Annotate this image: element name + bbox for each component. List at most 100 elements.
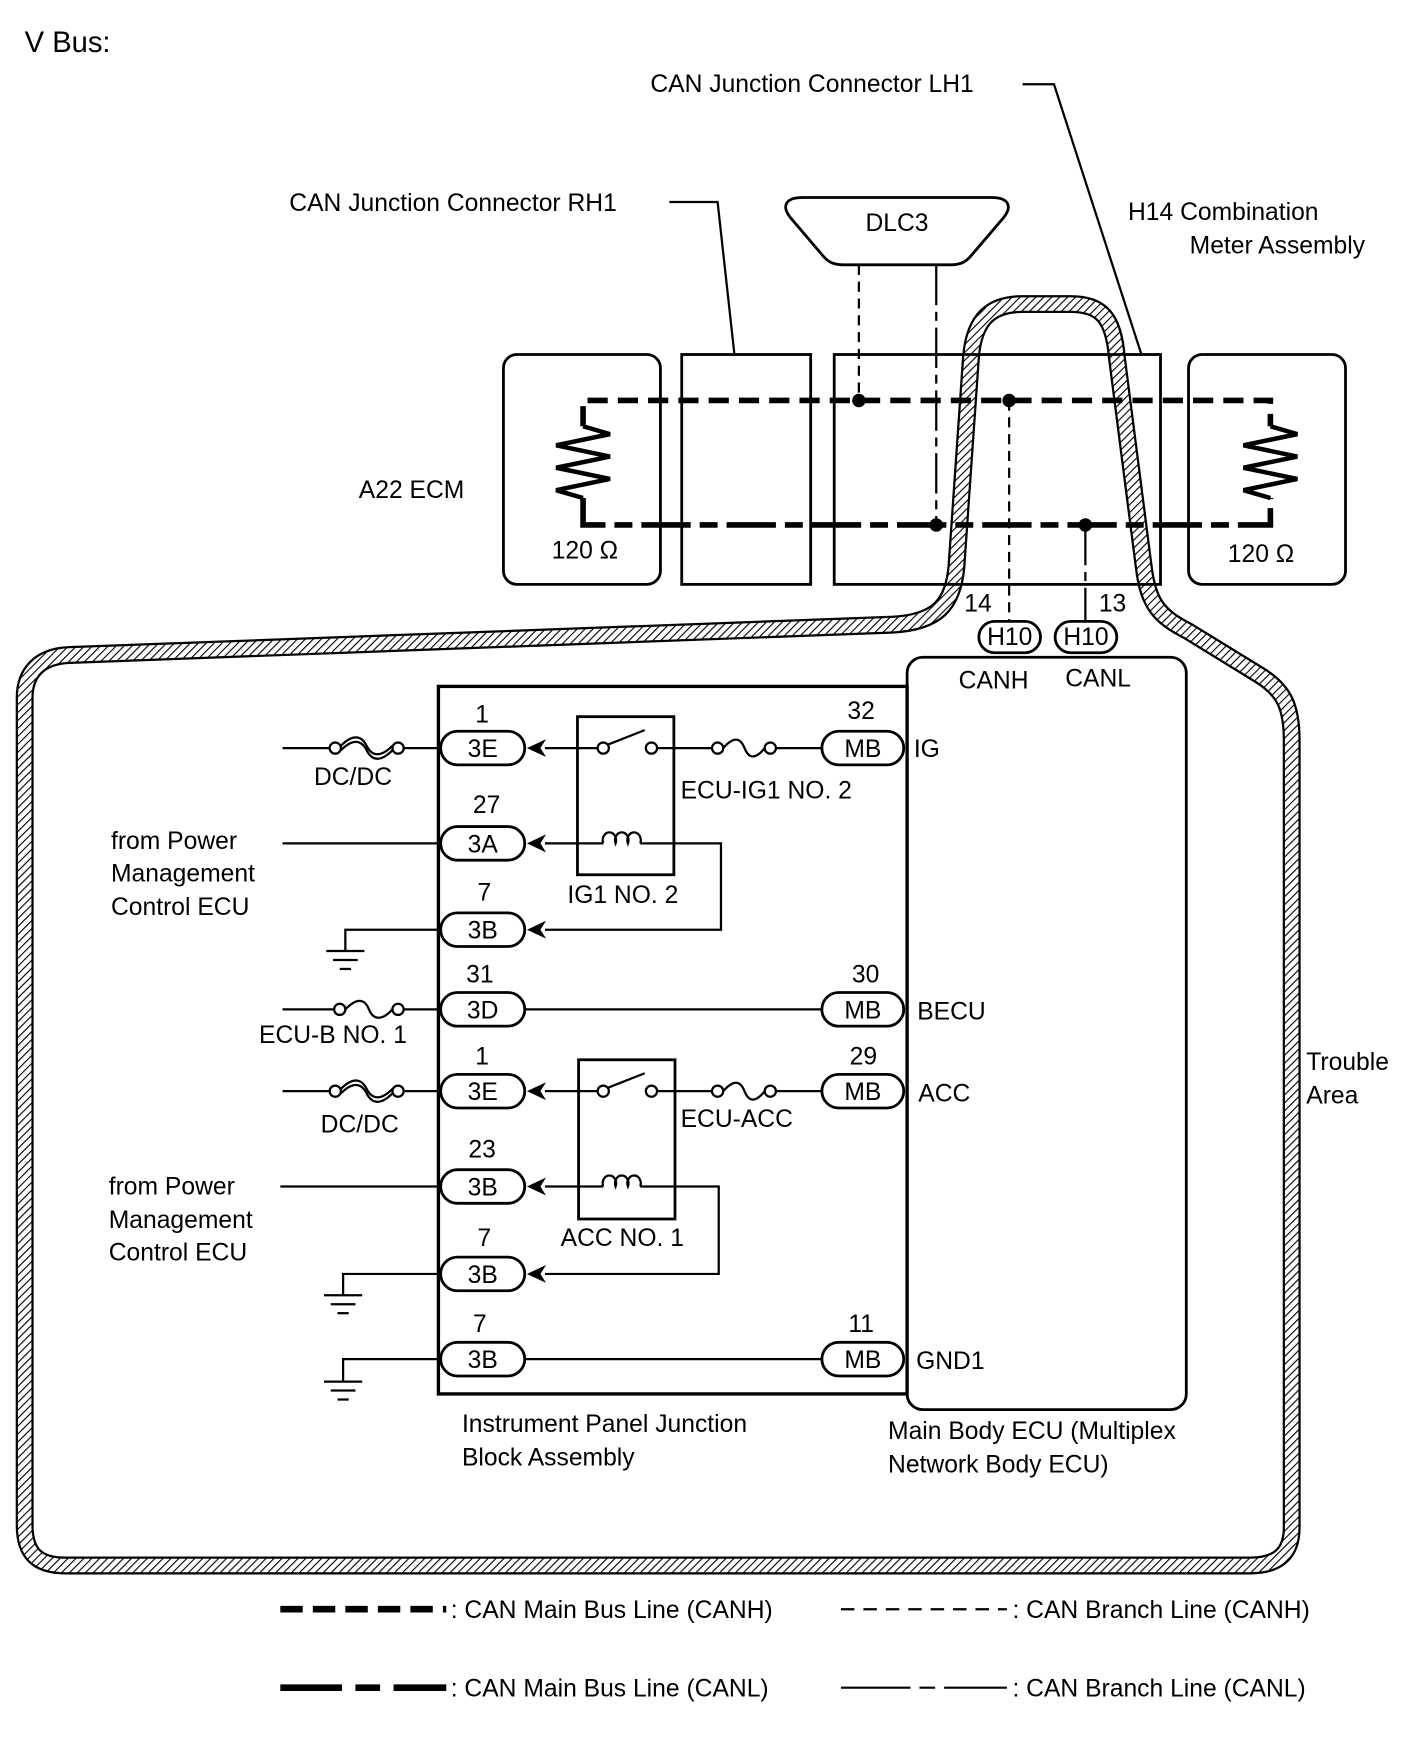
- combination-meter-label-line1: H14 Combination: [1128, 199, 1319, 226]
- circuit-ground-2: 7 3B: [324, 1225, 547, 1315]
- ecu-terminal-label: BECU: [917, 998, 986, 1025]
- legend-label-main-canh: : CAN Main Bus Line (CANH): [451, 1597, 773, 1624]
- legend-label-branch-canh: : CAN Branch Line (CANH): [1012, 1597, 1309, 1624]
- legend-label-main-canl: : CAN Main Bus Line (CANL): [451, 1676, 769, 1703]
- fuse-icon: [710, 738, 778, 758]
- jb-pin-number: 23: [468, 1136, 495, 1163]
- ground-icon: [324, 1380, 363, 1401]
- female-terminal-icon: [526, 1082, 547, 1101]
- wire: [544, 1185, 720, 1276]
- main-body-ecu-label-line1: Main Body ECU (Multiplex: [888, 1418, 1176, 1445]
- trouble-area-label-line1: Trouble: [1306, 1049, 1389, 1076]
- jb-pin-number: 1: [475, 701, 489, 728]
- trouble-area-hatching: [17, 297, 1299, 1573]
- junction-lh1-box: [832, 353, 1162, 586]
- legend-label-branch-canl: : CAN Branch Line (CANL): [1012, 1676, 1305, 1703]
- fuse-label: ECU-B NO. 1: [259, 1022, 407, 1049]
- resistor-icon: [1242, 424, 1298, 501]
- fusible-link-icon: [328, 1079, 405, 1103]
- canh-signal-label: CANH: [959, 668, 1029, 695]
- circuit-ig: DC/DC 1 3E ECU-IG1 NO. 2 32 MB IG: [282, 698, 940, 805]
- circuit-becu: ECU-B NO. 1 31 3D 30 MB BECU: [259, 961, 986, 1049]
- circuit-gnd1: 7 3B 11 MB GND1: [324, 1311, 985, 1401]
- canh-pin-number: 14: [964, 590, 991, 617]
- ground-icon: [326, 949, 365, 971]
- ground-icon: [324, 1294, 363, 1315]
- combination-meter-label-line2: Meter Assembly: [1190, 233, 1366, 260]
- can-main-bus-canh: [580, 397, 1274, 427]
- relay-switch-icon: [596, 1072, 659, 1098]
- circuit-acc-relay-coil: from Power Management Control ECU 23 3B: [109, 1136, 720, 1276]
- jb-connector-label: 3D: [467, 997, 499, 1024]
- dlc3-connector: DLC3: [784, 196, 1010, 267]
- fusible-link-icon: [328, 736, 405, 760]
- ecm-label: A22 ECM: [359, 477, 465, 504]
- fuse-icon: [710, 1081, 778, 1101]
- jb-connector-outline: [439, 1072, 527, 1110]
- ecu-terminal-label: ACC: [918, 1080, 970, 1107]
- ecu-pin-number: 32: [847, 698, 874, 725]
- canl-connector-label: H10: [1063, 624, 1108, 651]
- splice-dot: [1002, 393, 1016, 408]
- wire: [344, 928, 441, 952]
- jb-pin-number: 1: [475, 1043, 489, 1070]
- source-label: DC/DC: [321, 1112, 399, 1139]
- main-body-ecu-box: [905, 655, 1188, 1412]
- page-title: V Bus:: [25, 27, 111, 59]
- ecu-pin-number: 11: [848, 1311, 874, 1338]
- ecm-box: [502, 353, 662, 586]
- junction-block-label-line2: Block Assembly: [462, 1445, 635, 1472]
- trouble-area-label-line2: Area: [1306, 1083, 1358, 1110]
- ecu-connector-label: MB: [844, 1079, 881, 1106]
- junction-rh1-label: CAN Junction Connector RH1: [289, 190, 617, 217]
- relay-label: IG1 NO. 2: [567, 882, 678, 909]
- canl-signal-label: CANL: [1065, 665, 1131, 692]
- ecm-resistor-value: 120 Ω: [552, 538, 618, 565]
- female-terminal-icon: [526, 834, 547, 853]
- canl-connector-outline: [1053, 619, 1119, 655]
- main-body-ecu-label-line2: Network Body ECU): [888, 1451, 1109, 1478]
- jb-pin-number: 27: [473, 792, 500, 819]
- circuit-acc: DC/DC 1 3E ECU-ACC 29 MB ACC: [282, 1043, 970, 1139]
- junction-rh1-box: [680, 353, 813, 586]
- source-label-line1: from Power: [111, 828, 237, 855]
- legend: : CAN Main Bus Line (CANH) : CAN Branch …: [280, 1597, 1310, 1703]
- jb-pin-number: 7: [473, 1311, 487, 1338]
- source-label-line2: Management: [109, 1207, 253, 1234]
- ecu-connector-outline: [820, 729, 906, 767]
- jb-connector-outline: [439, 825, 527, 862]
- ecu-connector-label: MB: [844, 1347, 881, 1374]
- female-terminal-icon: [526, 739, 547, 758]
- jb-connector-label: 3B: [468, 1174, 498, 1201]
- junction-block-label-line1: Instrument Panel Junction: [462, 1411, 747, 1438]
- female-terminal-icon: [526, 920, 547, 939]
- source-label-line2: Management: [111, 861, 255, 888]
- jb-connector-outline: [439, 729, 527, 767]
- canl-pin-number: 13: [1099, 590, 1126, 617]
- wire: [341, 1272, 441, 1296]
- canh-connector-label: H10: [987, 624, 1032, 651]
- female-terminal-icon: [526, 1177, 547, 1196]
- ecu-connector-label: MB: [844, 736, 881, 763]
- ecu-connector-outline: [820, 1340, 906, 1378]
- relay-switch-icon: [596, 729, 659, 755]
- relay-ig1-no2-box: [576, 715, 676, 877]
- splice-dot: [1078, 518, 1093, 532]
- trouble-area-outline: [15, 295, 1301, 1575]
- source-label: DC/DC: [314, 764, 392, 791]
- jb-connector-outline: [439, 1168, 527, 1205]
- circuit-ground-1: 7 3B: [326, 880, 547, 971]
- canh-connector-outline: [977, 619, 1042, 655]
- trouble-area-boundary: [15, 295, 1301, 1575]
- splice-dot: [929, 518, 943, 532]
- ecu-terminal-label: GND1: [916, 1348, 985, 1375]
- ecu-connector-outline: [820, 1072, 906, 1110]
- meter-resistor-value: 120 Ω: [1228, 541, 1294, 568]
- ecu-pin-number: 29: [850, 1043, 877, 1070]
- jb-connector-label: 3E: [468, 1079, 498, 1106]
- resistor-icon: [555, 424, 611, 501]
- jb-pin-number: 7: [478, 880, 492, 907]
- jb-pin-number: 31: [466, 961, 493, 988]
- source-label-line3: Control ECU: [109, 1239, 247, 1266]
- fuse-icon: [333, 999, 405, 1019]
